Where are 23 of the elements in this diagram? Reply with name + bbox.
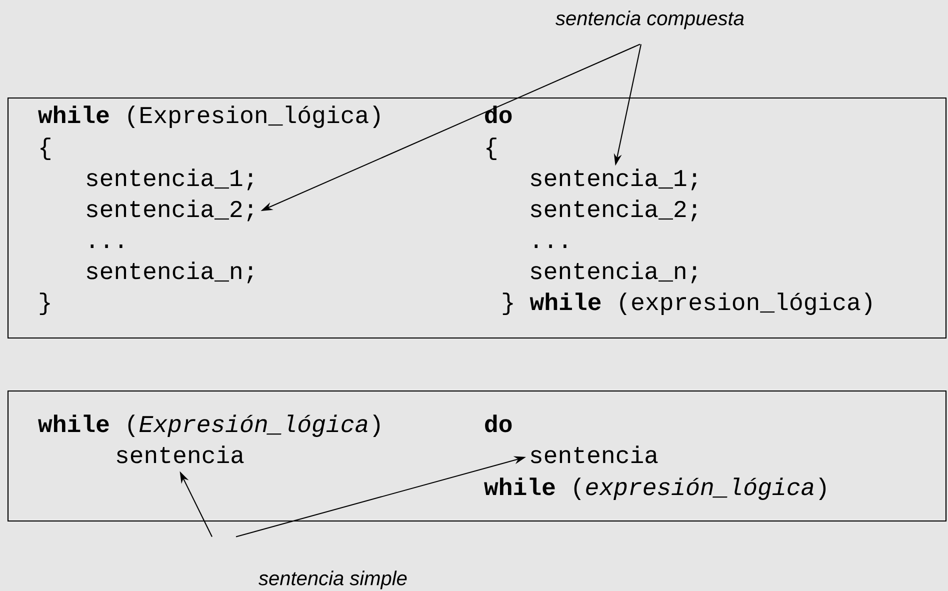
- code-line: while (Expresión_lógica): [38, 414, 380, 437]
- code-line: }: [40, 292, 50, 315]
- code-line: do: [485, 414, 512, 432]
- code-line: {: [40, 138, 50, 160]
- callout-text: sentencia compuesta: [556, 10, 744, 30]
- code-line: sentencia_n;: [86, 262, 253, 284]
- code-line: {: [486, 138, 496, 160]
- code-line: ...: [90, 244, 122, 248]
- code-box: [7, 390, 947, 522]
- code-box: [7, 97, 947, 339]
- code-line: sentencia_1;: [530, 168, 697, 190]
- callout-text: sentencia simple: [258, 570, 407, 590]
- code-line: while (Expresion_lógica): [38, 106, 380, 128]
- code-line: while (expresión_lógica): [484, 478, 826, 500]
- code-line: do: [485, 106, 512, 124]
- code-line: sentencia_2;: [530, 200, 697, 222]
- code-line: sentencia: [530, 446, 658, 464]
- code-line: sentencia_2;: [86, 200, 253, 222]
- code-line: } while (expresion_lógica): [502, 292, 872, 315]
- code-line: sentencia: [116, 446, 244, 464]
- code-line: sentencia_1;: [86, 168, 253, 190]
- code-line: sentencia_n;: [530, 262, 697, 284]
- code-line: ...: [534, 244, 566, 248]
